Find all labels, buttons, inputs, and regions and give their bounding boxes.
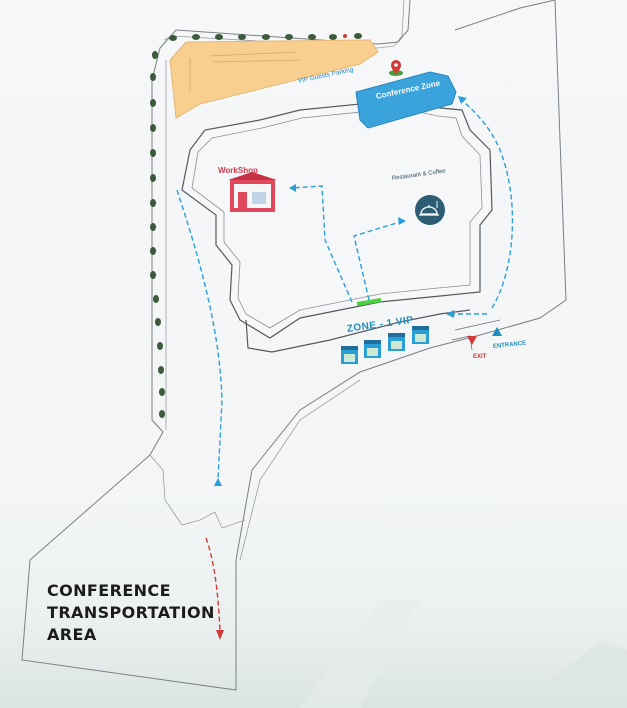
- tree-icon: [285, 34, 293, 40]
- tree-icon: [159, 410, 165, 418]
- tree-icon: [215, 34, 223, 40]
- tree-icon: [159, 388, 165, 396]
- tree-icon: [150, 73, 156, 81]
- title-line: AREA: [47, 625, 97, 644]
- transportation-area-title: CONFERENCE TRANSPORTATION AREA: [47, 580, 215, 646]
- tree-icon: [308, 34, 316, 40]
- restaurant-icon: [415, 195, 445, 225]
- vip-booth-icon: [341, 346, 358, 364]
- workshop-icon: [228, 172, 277, 212]
- route-to-gate: [176, 189, 223, 481]
- tree-icon: [150, 223, 156, 231]
- tree-icon: [157, 342, 163, 350]
- tree-icon: [150, 174, 156, 182]
- tree-icon: [158, 366, 164, 374]
- tree-icon: [153, 295, 159, 303]
- vip-booth-icon: [412, 326, 429, 344]
- location-pin-icon: [389, 60, 403, 76]
- background-landscape: [0, 560, 627, 708]
- site-boundary-top: [454, 0, 556, 31]
- exit-arrow-icon: [467, 336, 477, 345]
- tree-icon: [150, 247, 156, 255]
- tree-icon: [150, 149, 156, 157]
- tree-icon: [155, 318, 161, 326]
- vip-booth-icon: [364, 340, 381, 358]
- blue-arrowheads: [214, 96, 467, 486]
- marker-dot: [343, 34, 347, 38]
- entry-gate: [356, 298, 382, 306]
- background-road: [300, 600, 420, 708]
- exit-label: EXIT: [473, 354, 487, 360]
- tree-icon: [150, 124, 156, 132]
- title-line: TRANSPORTATION: [47, 603, 215, 622]
- blue-routes: [176, 99, 514, 481]
- vip-booth-group: [341, 326, 429, 364]
- tree-icon: [192, 34, 200, 40]
- tree-row: [150, 33, 362, 418]
- tree-icon: [329, 34, 337, 40]
- conference-zone-area: [355, 71, 457, 129]
- red-route: [205, 537, 221, 631]
- route-to-conference: [461, 99, 514, 309]
- tree-icon: [152, 51, 158, 59]
- background-hill: [520, 640, 627, 708]
- title-line: CONFERENCE: [47, 581, 171, 600]
- tree-icon: [238, 34, 246, 40]
- tree-icon: [150, 271, 156, 279]
- vip-booth-icon: [388, 333, 405, 351]
- tree-icon: [354, 33, 362, 39]
- tree-icon: [262, 34, 270, 40]
- route-to-workshop: [291, 185, 353, 303]
- tree-icon: [150, 99, 156, 107]
- route-to-restaurant: [353, 221, 401, 301]
- vip-parking-area: [169, 39, 379, 119]
- entrance-arrow-icon: [492, 327, 502, 336]
- red-arrowhead: [216, 630, 224, 640]
- curved-road: [239, 379, 361, 561]
- parking-lines: [189, 51, 301, 92]
- building-front: [245, 309, 471, 353]
- workshop-label: WorkShop: [218, 166, 258, 175]
- tree-icon: [150, 199, 156, 207]
- gate-structure: [149, 454, 246, 529]
- tree-icon: [169, 35, 177, 41]
